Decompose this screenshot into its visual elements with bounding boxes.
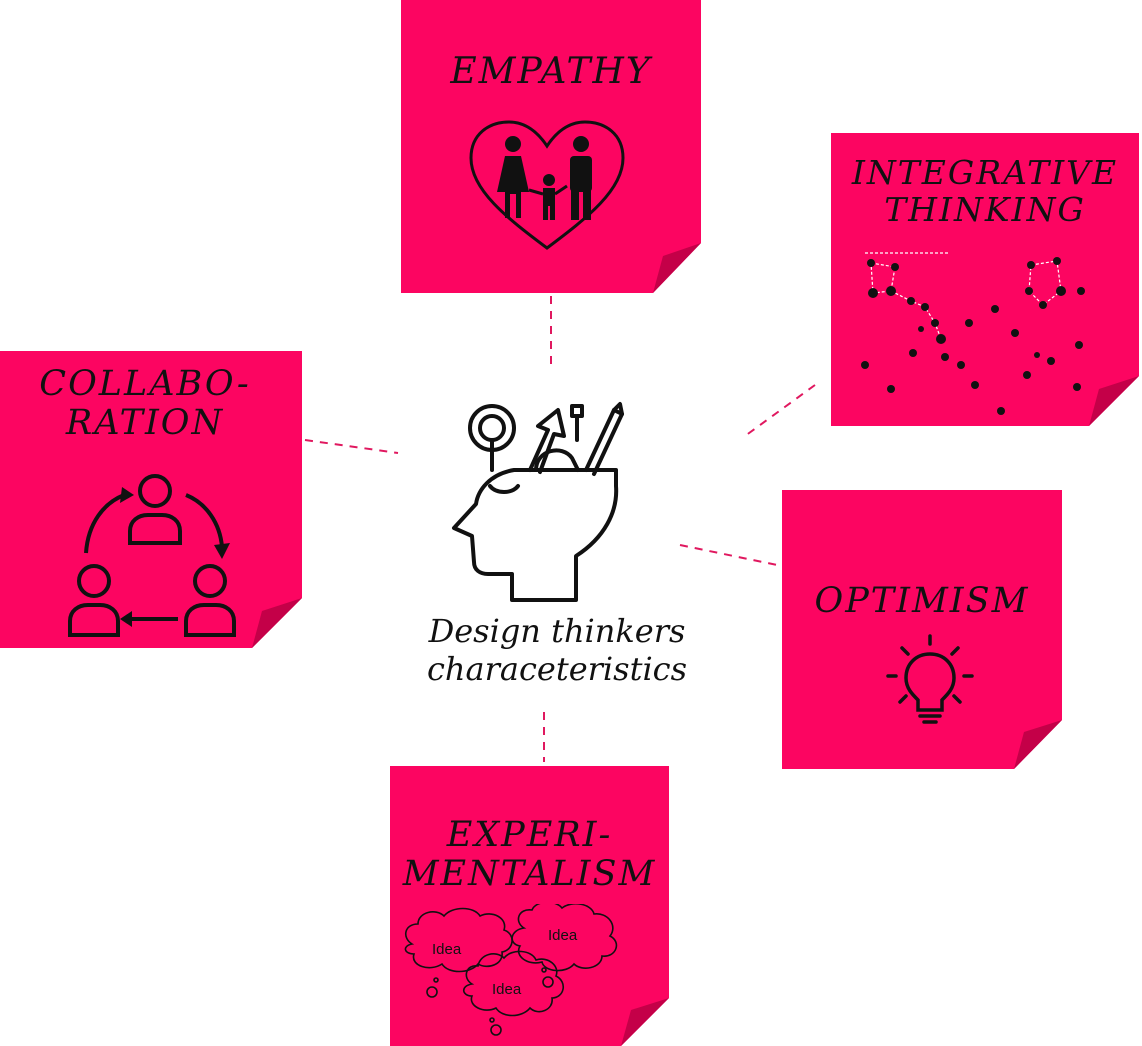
note-title: COLLABO- RATION [39,364,251,444]
sticky-note-bg [782,490,1062,769]
note-experimentalism: EXPERI- MENTALISM Idea Idea Idea [390,766,669,1046]
connector-collaboration [304,439,399,454]
note-collaboration: COLLABO- RATION [0,351,302,648]
caption-line-2: characeteristics [426,650,688,689]
connector-integrative-thinking [744,384,816,437]
sticky-note-bg [831,133,1139,426]
head-with-creative-tools-icon [452,402,624,602]
idea-clouds-icon: Idea Idea Idea [404,904,618,1036]
sticky-note-bg [0,351,302,648]
note-title: EMPATHY [450,51,652,92]
idea-label: Idea [492,981,522,998]
note-title: EXPERI- MENTALISM [402,815,657,895]
sticky-note-bg [390,766,669,1046]
sticky-note-bg [401,0,701,293]
note-integrative-thinking: INTEGRATIVE THINKING [831,133,1139,426]
team-cycle-icon [68,474,236,637]
center-caption: Design thinkers characeteristics [372,612,742,689]
constellation-icon [861,252,1085,415]
idea-label: Idea [432,941,462,958]
note-empathy: EMPATHY [401,0,701,293]
idea-label: Idea [548,927,578,944]
note-title: OPTIMISM [814,581,1030,621]
caption-line-1: Design thinkers [428,612,686,650]
lightbulb-icon [886,634,974,724]
note-optimism: OPTIMISM [782,490,1062,769]
connector-optimism [679,544,783,567]
family-in-heart-icon [469,120,625,250]
note-title: INTEGRATIVE THINKING [851,153,1119,229]
